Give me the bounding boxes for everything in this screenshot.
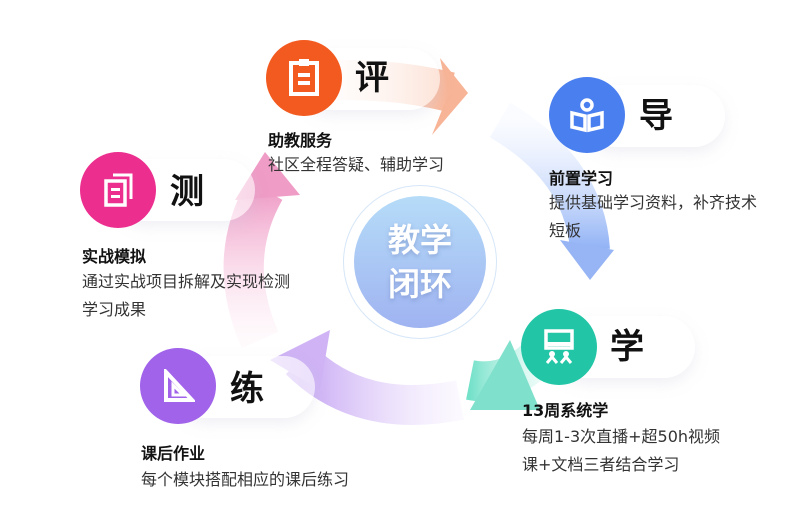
triangle-ruler-icon [140, 348, 216, 424]
step-desc: 提供基础学习资料，补齐技术短板 [549, 193, 758, 240]
arrow-purple [285, 345, 464, 425]
step-char: 评 [355, 58, 389, 98]
arrow-teal-head [470, 340, 540, 410]
step-desc: 社区全程答疑、辅助学习 [268, 155, 445, 174]
step-title: 助教服务 [268, 131, 333, 150]
step-desc: 通过实战项目拆解及实现检测学习成果 [82, 272, 291, 319]
arrow-orange-head [432, 58, 468, 135]
step-char: 练 [230, 369, 264, 409]
arrow-blue [489, 102, 610, 252]
center-label-line2: 闭环 [387, 265, 452, 303]
step-char: 导 [639, 96, 673, 136]
arrow-blue-head [560, 240, 614, 280]
arrow-pink [223, 180, 283, 349]
classroom-icon [521, 309, 597, 385]
center-loop-circle: 教学 闭环 [343, 185, 497, 339]
step-title: 实战模拟 [82, 247, 147, 266]
step-title: 课后作业 [141, 444, 206, 463]
step-desc: 每个模块搭配相应的课后练习 [141, 470, 350, 489]
center-label-line1: 教学 [387, 221, 452, 259]
step-desc: 每周1-3次直播+超50h视频课+文档三者结合学习 [522, 427, 721, 474]
step-title: 13周系统学 [522, 401, 609, 420]
clipboard-icon [266, 40, 342, 116]
reading-book-icon [549, 77, 625, 153]
step-char: 测 [170, 172, 204, 212]
document-icon [80, 152, 156, 228]
step-char: 学 [610, 327, 644, 367]
step-title: 前置学习 [549, 169, 614, 188]
